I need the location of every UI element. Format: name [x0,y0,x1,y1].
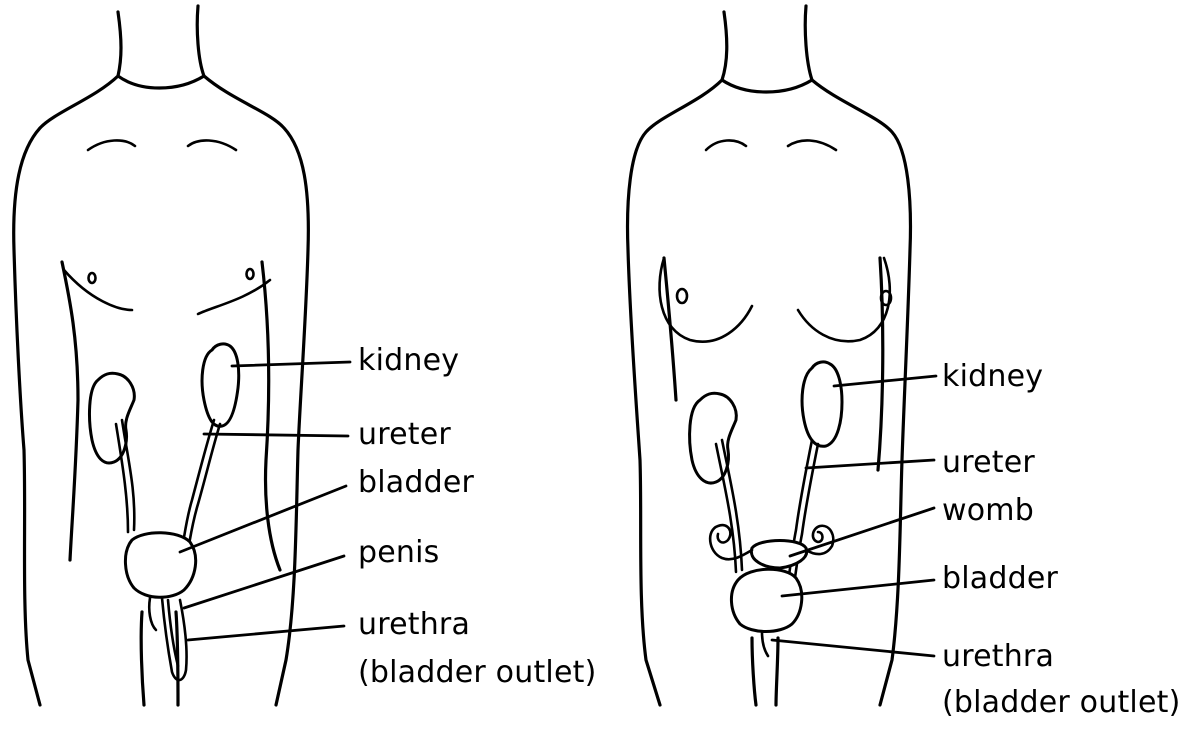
male-bladder-label: bladder [358,466,474,500]
female-bladder-shape [731,569,801,631]
male-bladder-shape [125,533,195,598]
female-figure [628,6,911,705]
female-fallopian-tube-left [710,525,752,559]
male-ureter-label: ureter [358,418,451,452]
female-urethra-shape [762,632,768,656]
male-kidney-right-shape [202,344,239,426]
female-womb-label: womb [942,494,1034,528]
female-ureter-leader [806,460,934,468]
female-urethra-note-label: (bladder outlet) [942,686,1180,720]
male-urethra-label: urethra [358,608,470,642]
male-figure [14,6,309,705]
male-urethra-leader [188,626,344,640]
male-penis-shape [162,598,187,680]
male-ureter-right [182,420,214,548]
male-penis-leader [184,556,344,608]
female-kidney-right-shape [802,362,842,446]
male-penis-label: penis [358,536,439,570]
female-ureter-label: ureter [942,446,1035,480]
female-kidney-label: kidney [942,360,1043,394]
female-urethra-label: urethra [942,640,1054,674]
female-ureter-left [722,440,742,570]
male-urethra-note-label: (bladder outlet) [358,656,596,690]
female-urethra-leader [772,640,934,656]
male-bladder-leader [180,486,346,552]
female-bladder-leader [782,580,934,596]
female-kidney-leader [834,376,936,386]
male-kidney-label: kidney [358,344,459,378]
female-womb-leader [790,508,934,556]
female-bladder-label: bladder [942,562,1058,596]
male-ureter-leader [204,434,348,436]
male-kidney-leader [232,362,350,366]
